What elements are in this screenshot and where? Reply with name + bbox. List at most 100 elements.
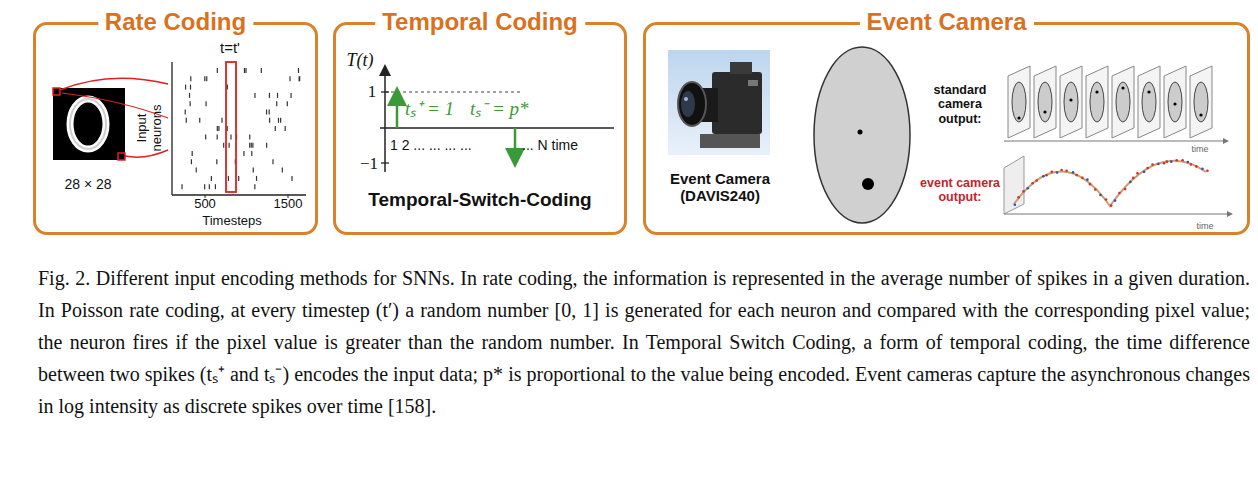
panel-title: Event Camera bbox=[859, 8, 1033, 36]
event-dot bbox=[1187, 161, 1190, 164]
figure-label: standard camera output: bbox=[920, 83, 1000, 126]
figure-label: −1 bbox=[360, 154, 378, 174]
event-dot bbox=[1195, 165, 1198, 168]
spike-tick bbox=[280, 118, 281, 123]
spike-tick bbox=[251, 143, 252, 148]
spike-tick bbox=[269, 118, 270, 123]
spike-tick bbox=[266, 143, 267, 148]
spike-tick bbox=[215, 184, 216, 189]
spike-tick bbox=[216, 159, 217, 164]
spike-tick bbox=[299, 76, 300, 81]
event-dot bbox=[1190, 163, 1193, 166]
event-dot bbox=[1201, 167, 1204, 170]
event-dot bbox=[1035, 179, 1038, 182]
frame-disc bbox=[1194, 82, 1208, 122]
spike-tick bbox=[276, 101, 277, 106]
spike-tick bbox=[204, 184, 205, 189]
figure-label: tₛ⁺ = 1 bbox=[405, 98, 454, 120]
event-dot bbox=[1060, 169, 1063, 172]
event-dot bbox=[1026, 187, 1029, 190]
figure-label: 1500 bbox=[274, 197, 303, 212]
event-dot bbox=[1017, 196, 1020, 199]
event-dot bbox=[1072, 171, 1075, 174]
frame-dot bbox=[1095, 90, 1098, 93]
spike-tick bbox=[189, 93, 190, 98]
figure-label: event camera output: bbox=[920, 176, 1000, 205]
camera-frame bbox=[1008, 66, 1030, 138]
event-dot bbox=[1181, 159, 1184, 162]
event-dot bbox=[1031, 182, 1034, 185]
event-dot bbox=[1166, 160, 1169, 163]
spike-tick bbox=[228, 176, 229, 181]
spike-tick bbox=[254, 93, 255, 98]
event-dot bbox=[1157, 163, 1160, 166]
figure-label: ... N time bbox=[522, 137, 578, 153]
event-dot bbox=[1118, 192, 1121, 195]
spike-tick bbox=[185, 110, 186, 115]
event-dot bbox=[1146, 167, 1149, 170]
spike-tick bbox=[249, 143, 250, 148]
spike-tick bbox=[243, 151, 244, 156]
frame-disc bbox=[1090, 82, 1104, 122]
panel-title: Rate Coding bbox=[98, 8, 253, 36]
figure-label: 1 bbox=[368, 82, 377, 102]
panel-title: Temporal Coding bbox=[375, 8, 585, 36]
frame-dot bbox=[1121, 86, 1124, 89]
spike-tick bbox=[196, 168, 197, 173]
event-dot bbox=[1022, 190, 1025, 193]
event-dot bbox=[1105, 198, 1108, 201]
spike-tick bbox=[282, 168, 283, 173]
spike-tick bbox=[251, 151, 252, 156]
spike-tick bbox=[217, 134, 218, 139]
spike-tick bbox=[249, 134, 250, 139]
event-dot bbox=[1094, 188, 1097, 191]
figure-label: Input neurons bbox=[135, 97, 165, 159]
event-dot bbox=[1042, 175, 1045, 178]
spike-tick bbox=[261, 68, 262, 73]
event-dot bbox=[1099, 194, 1102, 197]
spike-tick bbox=[277, 93, 278, 98]
camera-frame bbox=[1086, 66, 1108, 138]
event-dot bbox=[1163, 162, 1166, 165]
event-dot bbox=[1081, 177, 1084, 180]
frame-disc bbox=[1038, 82, 1052, 122]
camera-frame bbox=[1060, 66, 1082, 138]
camera-frame bbox=[1112, 66, 1134, 138]
spike-tick bbox=[218, 126, 219, 131]
spike-tick bbox=[206, 76, 207, 81]
frame-dot bbox=[1043, 110, 1046, 113]
event-dot bbox=[1114, 199, 1117, 202]
spike-tick bbox=[185, 85, 186, 90]
spike-tick bbox=[275, 126, 276, 131]
frame-disc bbox=[1142, 82, 1156, 122]
frame-dot bbox=[1017, 116, 1020, 119]
spike-tick bbox=[285, 126, 286, 131]
spike-tick bbox=[291, 176, 292, 181]
frame-disc bbox=[1116, 82, 1130, 122]
spike-tick bbox=[191, 159, 192, 164]
spike-tick bbox=[205, 101, 206, 106]
event-dot bbox=[1129, 181, 1132, 184]
spike-tick bbox=[209, 184, 210, 189]
spike-tick bbox=[190, 76, 191, 81]
event-dot bbox=[1045, 174, 1048, 177]
event-dot bbox=[1206, 169, 1209, 172]
spike-tick bbox=[287, 101, 288, 106]
figure-label: 1 2 ... ... ... ... bbox=[390, 137, 472, 153]
frame-dot bbox=[1199, 113, 1202, 116]
figure-label: 28 × 28 bbox=[64, 176, 111, 192]
spike-tick bbox=[289, 76, 290, 81]
spike-tick bbox=[266, 110, 267, 115]
camera-frame bbox=[1034, 66, 1056, 138]
spike-tick bbox=[204, 76, 205, 81]
figure-caption: Fig. 2. Different input encoding methods… bbox=[38, 262, 1250, 422]
spike-tick bbox=[181, 184, 182, 189]
spike-tick bbox=[190, 101, 191, 106]
frame-dot bbox=[1173, 102, 1176, 105]
spike-tick bbox=[199, 118, 200, 123]
figure-label: t=t' bbox=[220, 39, 240, 56]
figure-label: tₛ⁻ = p* bbox=[470, 98, 529, 120]
event-dot bbox=[1170, 160, 1173, 163]
spike-tick bbox=[217, 126, 218, 131]
event-dot bbox=[1014, 203, 1017, 206]
